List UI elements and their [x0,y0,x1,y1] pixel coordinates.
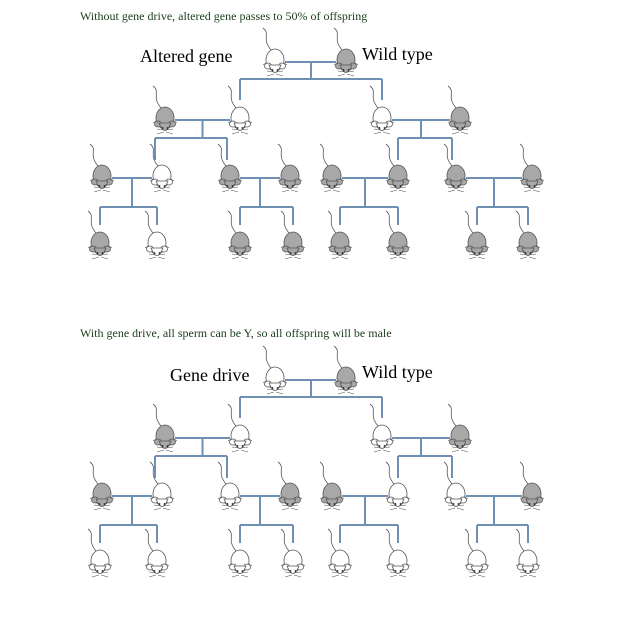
label-wild-type-top: Wild type [362,44,433,64]
mouse-gen2-4 [277,461,303,511]
caption-bottom: With gene drive, all sperm can be Y, so … [80,326,392,340]
mouse-gen1-3 [369,85,395,135]
mouse-gen3-3 [227,528,253,578]
mouse-gen2-4 [277,143,303,193]
mouse-gen3-7 [464,210,490,260]
mouse-gen3-6 [385,528,411,578]
mouse-gen2-3 [217,461,243,511]
mouse-gen1-2 [227,85,253,135]
mouse-gen2-6 [385,461,411,511]
mouse-gen1-4 [447,403,473,453]
mouse-gen3-8 [515,210,541,260]
mouse-gen3-5 [327,210,353,260]
mouse-parent-2 [333,345,359,395]
pedigree-tree-top [87,27,545,260]
mouse-gen2-2 [149,461,175,511]
mouse-gen2-1 [89,143,115,193]
mouse-gen1-2 [227,403,253,453]
mouse-gen2-7 [443,461,469,511]
mouse-gen2-8 [519,143,545,193]
mouse-gen1-1 [152,403,178,453]
mouse-gen3-2 [144,210,170,260]
mouse-gen2-8 [519,461,545,511]
mouse-gen1-1 [152,85,178,135]
mouse-gen2-3 [217,143,243,193]
label-gene-drive: Gene drive [170,365,250,385]
mouse-gen3-4 [280,210,306,260]
mouse-parent-1 [262,345,288,395]
mouse-gen3-8 [515,528,541,578]
mouse-gen2-2 [149,143,175,193]
mouse-gen3-2 [144,528,170,578]
mouse-gen1-3 [369,403,395,453]
caption-top: Without gene drive, altered gene passes … [80,9,368,23]
mouse-gen1-4 [447,85,473,135]
mouse-gen3-7 [464,528,490,578]
mouse-gen2-5 [319,143,345,193]
mouse-gen2-1 [89,461,115,511]
mouse-gen3-5 [327,528,353,578]
mouse-gen2-5 [319,461,345,511]
pedigree-tree-bottom [87,345,545,578]
mouse-parent-2 [333,27,359,77]
mouse-gen3-6 [385,210,411,260]
mouse-gen3-1 [87,210,113,260]
mouse-gen3-1 [87,528,113,578]
label-wild-type-bottom: Wild type [362,362,433,382]
mouse-gen3-3 [227,210,253,260]
mouse-gen2-6 [385,143,411,193]
label-altered-gene: Altered gene [140,46,233,66]
mouse-gen3-4 [280,528,306,578]
mouse-gen2-7 [443,143,469,193]
mouse-parent-1 [262,27,288,77]
